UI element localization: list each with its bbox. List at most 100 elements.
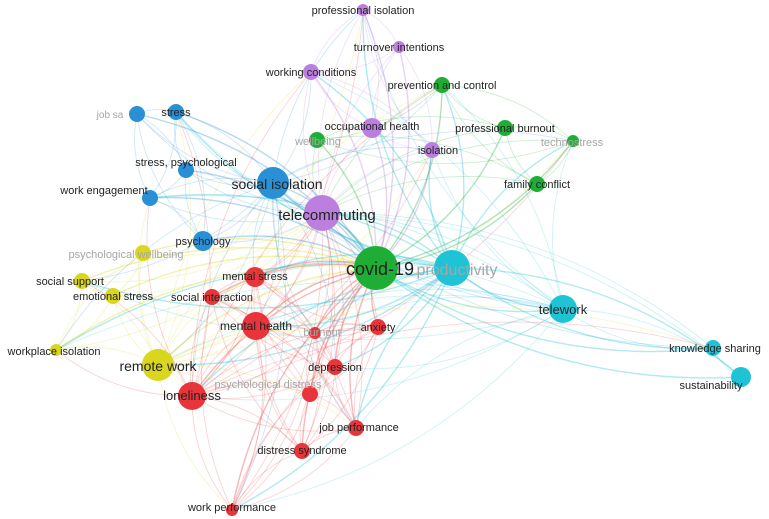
node-work-performance[interactable]: [226, 504, 238, 516]
node-depression[interactable]: [327, 359, 343, 375]
edge-technostress-telecommuting: [321, 139, 574, 214]
label-stress-psychological: stress, psychological: [135, 157, 237, 169]
edge-remote-work-work-performance: [157, 364, 233, 511]
node-professional-burnout[interactable]: [497, 120, 513, 136]
edge-depression-job-performance: [334, 366, 357, 429]
edge-prevention-and-control-covid-19: [375, 84, 443, 269]
node-isolation[interactable]: [424, 142, 440, 158]
edge-psychological-distress-telecommuting: [309, 212, 334, 395]
edge-remote-work-telecommuting: [157, 212, 323, 366]
node-covid-19[interactable]: [354, 246, 398, 290]
label-work-engagement: work engagement: [59, 185, 147, 197]
node-stress[interactable]: [168, 104, 184, 120]
node-telecommuting[interactable]: [304, 195, 340, 231]
node-sustainability[interactable]: [731, 367, 751, 387]
edge-loneliness-depression: [191, 366, 336, 399]
node-psychological-wellbeing[interactable]: [135, 245, 151, 261]
label-social-support: social support: [36, 276, 104, 288]
edge-remote-work-professional-isolation: [157, 9, 364, 366]
node-psychological-distress[interactable]: [302, 386, 318, 402]
edge-depression-work-performance: [231, 366, 336, 511]
edge-emotional-stress-workplace-isolation: [55, 295, 114, 351]
edge-anxiety-job-performance: [354, 326, 379, 429]
edge-work-performance-telecommuting: [231, 212, 324, 511]
node-productivity[interactable]: [434, 250, 470, 286]
label-social-isolation: social isolation: [231, 176, 322, 192]
edge-emotional-stress-telecommuting: [112, 212, 323, 297]
node-job-satisfaction[interactable]: [129, 106, 145, 122]
node-remote-work[interactable]: [142, 349, 174, 381]
label-occupational-health: occupational health: [325, 121, 420, 133]
edge-social-support-covid-19: [81, 246, 377, 282]
label-job-satisfaction: job sa: [96, 110, 124, 121]
edge-work-performance-burnout: [231, 332, 316, 511]
node-knowledge-sharing[interactable]: [705, 340, 721, 356]
edge-telework-social-support: [81, 280, 564, 340]
label-burnout: burnout: [303, 327, 340, 339]
edge-productivity-mental-health: [255, 267, 453, 328]
label-professional-burnout: professional burnout: [455, 123, 555, 135]
edge-depression-social-interaction: [211, 296, 336, 368]
edge-job-performance-work-performance: [231, 427, 357, 511]
node-working-conditions[interactable]: [303, 64, 319, 80]
edge-turnover-intentions-telecommuting: [321, 46, 400, 214]
label-psychological-distress: psychological distress: [215, 379, 322, 391]
edge-mental-health-work-performance: [231, 325, 264, 511]
label-sustainability: sustainability: [680, 380, 743, 392]
node-social-isolation[interactable]: [257, 167, 289, 199]
node-anxiety[interactable]: [370, 319, 386, 335]
edge-loneliness-stress: [175, 111, 211, 397]
node-mental-health[interactable]: [242, 312, 270, 340]
edge-professional-burnout-covid-19: [375, 127, 506, 269]
label-turnover-intentions: turnover intentions: [354, 42, 445, 54]
edge-distress-syndrome-burnout: [301, 332, 321, 452]
node-work-engagement[interactable]: [142, 190, 158, 206]
node-workplace-isolation[interactable]: [50, 344, 62, 356]
edge-professional-burnout-telecommuting: [321, 127, 506, 214]
edge-social-isolation-loneliness: [191, 182, 274, 397]
node-prevention-and-control[interactable]: [434, 77, 450, 93]
edge-knowledge-sharing-telecommuting: [321, 212, 714, 349]
edge-telework-stress: [175, 111, 564, 310]
node-wellbeing[interactable]: [309, 132, 325, 148]
node-distress-syndrome[interactable]: [294, 443, 310, 459]
node-mental-stress[interactable]: [245, 267, 265, 287]
edge-telework-knowledge-sharing: [562, 308, 714, 350]
node-family-conflict[interactable]: [529, 176, 545, 192]
edge-mental-health-job-performance: [255, 325, 357, 429]
edge-turnover-intentions-covid-19: [375, 46, 410, 269]
edge-telework-remote-work: [157, 294, 564, 366]
label-mental-health: mental health: [220, 319, 292, 333]
node-loneliness[interactable]: [178, 382, 206, 410]
node-social-interaction[interactable]: [204, 289, 220, 305]
edge-remote-work-prevention-and-control: [157, 84, 443, 366]
node-occupational-health[interactable]: [362, 118, 382, 138]
node-psychology[interactable]: [193, 231, 213, 251]
node-emotional-stress[interactable]: [105, 288, 121, 304]
edge-loneliness-job-performance: [191, 395, 357, 432]
label-psychological-wellbeing: psychological wellbeing: [69, 249, 184, 261]
edge-telework-prevention-and-control: [441, 84, 564, 310]
edge-anxiety-distress-syndrome: [301, 326, 379, 452]
edge-loneliness-telecommuting: [191, 212, 323, 397]
edge-mental-stress-anxiety: [254, 276, 379, 328]
edge-work-engagement-telecommuting: [149, 197, 323, 223]
label-workplace-isolation: workplace isolation: [7, 346, 101, 358]
label-remote-work: remote work: [119, 358, 197, 374]
label-prevention-and-control: prevention and control: [388, 80, 497, 92]
edge-work-engagement-covid-19: [149, 196, 377, 269]
node-burnout[interactable]: [309, 327, 321, 339]
edge-mental-stress-distress-syndrome: [253, 276, 303, 452]
node-technostress[interactable]: [567, 135, 579, 147]
edge-distress-syndrome-telecommuting: [301, 212, 336, 452]
label-family-conflict: family conflict: [504, 179, 570, 191]
node-social-support[interactable]: [74, 273, 90, 289]
edge-working-conditions-isolation: [310, 71, 433, 151]
node-professional-isolation[interactable]: [357, 4, 369, 16]
edge-professional-isolation-working-conditions: [310, 9, 364, 73]
node-job-performance[interactable]: [348, 420, 364, 436]
node-stress-psychological[interactable]: [178, 162, 194, 178]
node-turnover-intentions[interactable]: [393, 41, 405, 53]
edge-telework-loneliness: [191, 308, 564, 401]
node-telework[interactable]: [549, 295, 577, 323]
